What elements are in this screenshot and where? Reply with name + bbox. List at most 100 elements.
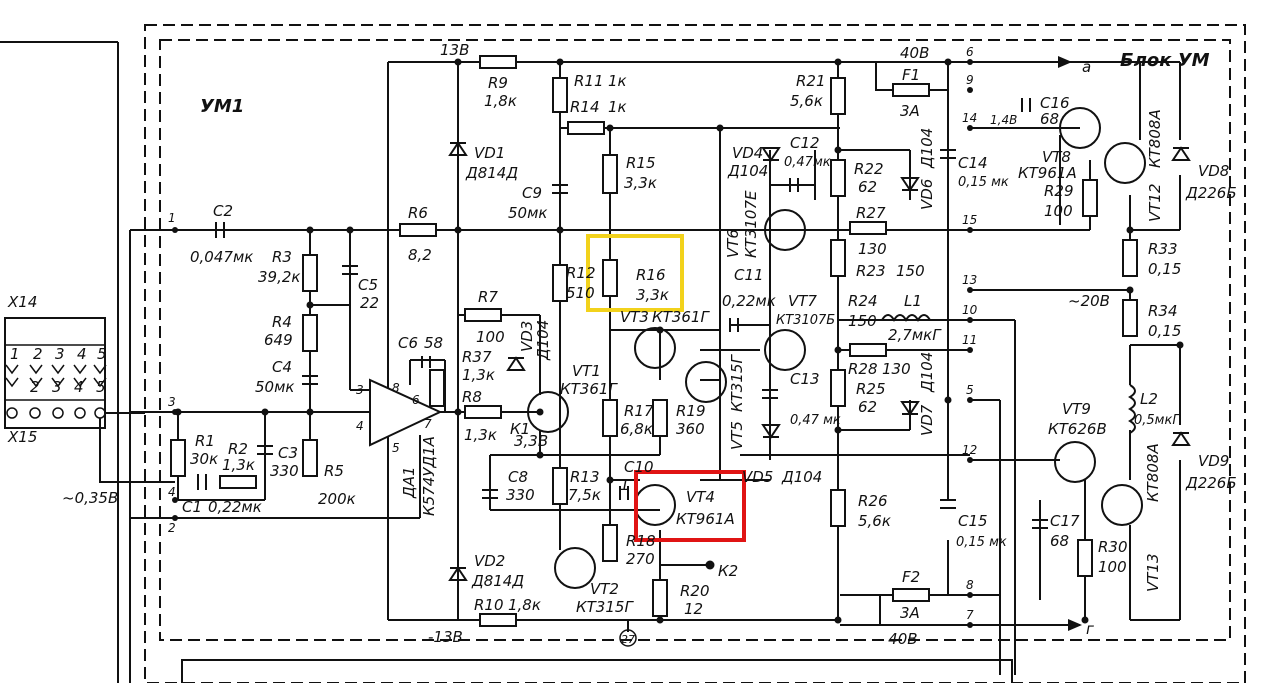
terminal-numbers: 1 3 4 2 6 9 14 15 13 10 11 5 12 8 7 bbox=[168, 45, 978, 622]
vt5-ref: VT5 bbox=[728, 421, 746, 450]
component-labels: C2 0,047мк R3 39,2к C5 22 R4 649 C4 50мк… bbox=[182, 66, 1237, 622]
r8-value: 1,3к bbox=[464, 426, 497, 444]
vd5-ref: VD5 bbox=[742, 468, 773, 486]
vd5-value: Д104 bbox=[781, 468, 822, 486]
c5-value: 22 bbox=[360, 294, 379, 312]
unit-label: УМ1 bbox=[200, 96, 244, 117]
c13-ref: C13 bbox=[790, 370, 820, 388]
f1-value: 3А bbox=[900, 102, 920, 120]
ic-pin-5: 5 bbox=[392, 441, 400, 455]
r1-value: 30к bbox=[190, 450, 218, 468]
vt6-value: КТ3107Е bbox=[742, 190, 760, 258]
ic-pin-6: 6 bbox=[412, 393, 420, 407]
vt4-ref: VT4 bbox=[686, 488, 715, 506]
r37-ref: R37 bbox=[462, 348, 492, 366]
r37-value: 1,3к bbox=[462, 366, 495, 384]
r1-ref: R1 bbox=[195, 432, 215, 450]
r18-value: 270 bbox=[626, 550, 655, 568]
vt9-ref: VT9 bbox=[1062, 400, 1091, 418]
r17-ref: R17 bbox=[624, 402, 654, 420]
vd9-ref: VD9 bbox=[1198, 452, 1229, 470]
ic-pin-7: 7 bbox=[424, 417, 432, 431]
r11-value: 1к bbox=[608, 72, 627, 90]
terminal-10: 10 bbox=[962, 303, 978, 317]
f2-ref: F2 bbox=[902, 568, 920, 586]
c13-value: 0,47 мк bbox=[790, 413, 841, 428]
c8-value: 330 bbox=[506, 486, 535, 504]
terminal-12: 12 bbox=[962, 443, 977, 457]
r20-ref: R20 bbox=[680, 582, 710, 600]
x14-label: Х14 bbox=[7, 293, 37, 311]
opamp-da1 bbox=[369, 378, 443, 447]
c16-value: 68 bbox=[1040, 110, 1059, 128]
c2-ref: C2 bbox=[213, 202, 233, 220]
r22-value: 62 bbox=[858, 178, 877, 196]
x15-pin-4: 4 bbox=[74, 378, 84, 396]
r23-value: 150 bbox=[896, 262, 925, 280]
vd7-ref: VD7 bbox=[918, 404, 936, 436]
vd9-value: Д226Б bbox=[1185, 474, 1237, 492]
c6-value: 58 bbox=[424, 334, 443, 352]
ic-type: К574УД1А bbox=[420, 436, 438, 516]
r20-value: 12 bbox=[684, 600, 703, 618]
vd1-ref: VD1 bbox=[474, 144, 505, 162]
vt5-value: КТ315Г bbox=[728, 354, 746, 412]
vt2-ref: VT2 bbox=[590, 580, 619, 598]
x14-pin-1: 1 bbox=[10, 345, 20, 363]
terminal-14: 14 bbox=[962, 111, 977, 125]
vd7-value: Д104 bbox=[918, 352, 936, 393]
vt7-value: КТ3107Б bbox=[776, 313, 835, 328]
c16-voltage: 1,4В bbox=[990, 113, 1017, 127]
highlight-r16-box bbox=[586, 234, 684, 312]
c9-ref: C9 bbox=[522, 184, 542, 202]
rail-minus40: - 40В bbox=[878, 630, 918, 648]
ic-pin-3: 3 bbox=[356, 383, 364, 397]
r27-value: 130 bbox=[858, 240, 887, 258]
c12-ref: C12 bbox=[790, 134, 820, 152]
terminal-5: 5 bbox=[966, 383, 974, 397]
r34-ref: R34 bbox=[1148, 302, 1178, 320]
vd3-ref: VD3 bbox=[518, 321, 536, 352]
vd6-value: Д104 bbox=[918, 128, 936, 169]
r9-ref: R9 bbox=[488, 74, 508, 92]
r7-value: 100 bbox=[476, 328, 505, 346]
r26-value: 5,6к bbox=[858, 512, 891, 530]
terminal-1: 1 bbox=[168, 211, 176, 225]
vt6-ref: VT6 bbox=[724, 229, 742, 258]
c15-ref: C15 bbox=[958, 512, 988, 530]
c8-ref: C8 bbox=[508, 468, 528, 486]
x15-pin-5: 5 bbox=[96, 378, 106, 396]
r25-value: 62 bbox=[858, 398, 877, 416]
vt4-value: КТ961А bbox=[676, 510, 735, 528]
r25-ref: R25 bbox=[856, 380, 886, 398]
vt8-value: КТ961А bbox=[1018, 164, 1077, 182]
vd8-value: Д226Б bbox=[1185, 184, 1237, 202]
capacitor-bodies bbox=[197, 98, 1048, 529]
r33-value: 0,15 bbox=[1148, 260, 1181, 278]
frame-lines bbox=[0, 24, 1246, 683]
c14-ref: C14 bbox=[958, 154, 988, 172]
r17-value: 6,8к bbox=[620, 420, 653, 438]
l1-ref: L1 bbox=[904, 292, 922, 310]
vt3-value: КТ361Г bbox=[652, 308, 710, 326]
vd3-value: Д104 bbox=[534, 320, 552, 361]
c10-ref: C10 bbox=[624, 458, 654, 476]
c1-value: 0,22мк bbox=[208, 498, 262, 516]
rail-mid20: ~20В bbox=[1068, 292, 1110, 310]
r5-value: 200к bbox=[318, 490, 356, 508]
c4-ref: C4 bbox=[272, 358, 292, 376]
transistor-bodies bbox=[527, 107, 1146, 589]
r33-ref: R33 bbox=[1148, 240, 1178, 258]
c1-ref: C1 bbox=[182, 498, 202, 516]
c16-ref: C16 bbox=[1040, 94, 1070, 112]
r34-value: 0,15 bbox=[1148, 322, 1181, 340]
f2-value: 3А bbox=[900, 604, 920, 622]
vd4-value: Д104 bbox=[727, 162, 768, 180]
r21-value: 5,6к bbox=[790, 92, 823, 110]
terminal-11: 11 bbox=[962, 333, 977, 347]
x15-pin-2: 2 bbox=[30, 378, 40, 396]
node-k1: К1 bbox=[510, 420, 530, 438]
vd2-ref: VD2 bbox=[474, 552, 505, 570]
c3-value: 330 bbox=[270, 462, 299, 480]
